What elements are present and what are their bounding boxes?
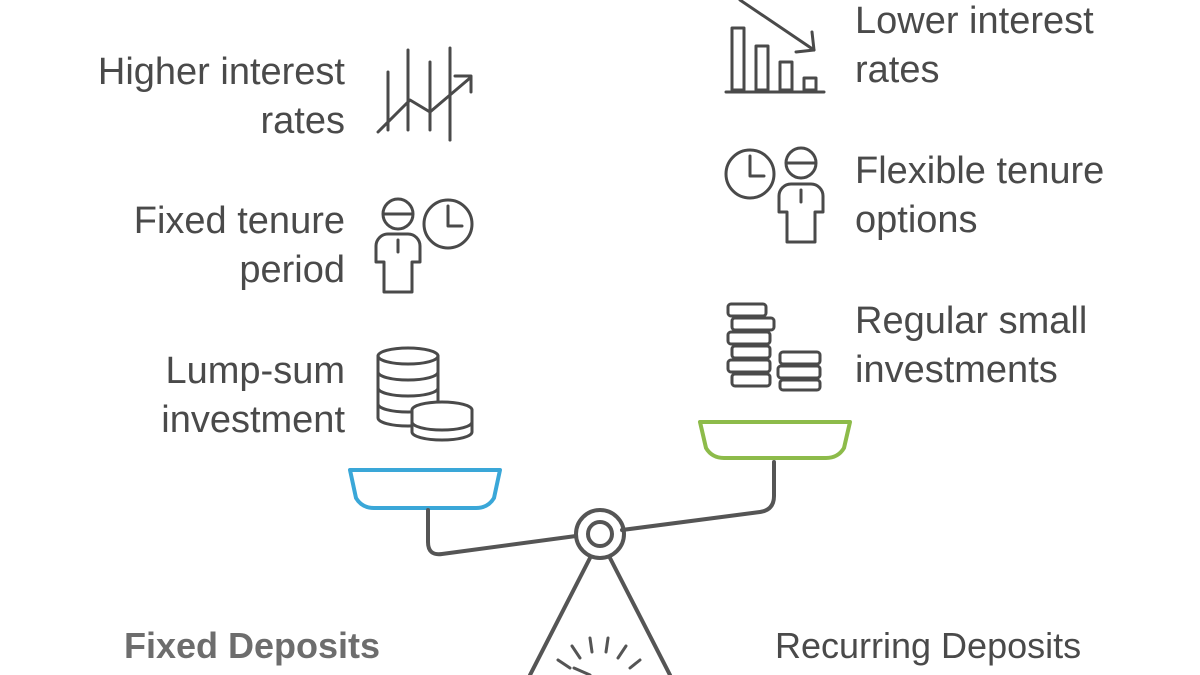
label-regular-small-investments: Regular small investments	[855, 300, 1088, 391]
left-pan	[348, 468, 502, 510]
rising-chart-icon	[376, 46, 473, 142]
scale-pivot	[574, 508, 626, 560]
label-fixed-tenure-period: Fixed tenure period	[133, 200, 345, 291]
label-higher-interest-rates: Higher interest rates	[97, 51, 345, 142]
right-pan	[698, 420, 852, 460]
fixed-deposits-title: Fixed Deposits	[124, 625, 381, 666]
person-clock-icon	[374, 197, 474, 294]
gauge-ticks	[556, 636, 642, 675]
coin-piles-icon	[726, 302, 822, 392]
scale-stand	[528, 556, 672, 675]
label-lump-sum-investment: Lump-sum investment	[161, 350, 345, 441]
clock-person-icon	[724, 146, 825, 244]
falling-chart-icon	[724, 0, 826, 94]
coin-stacks-icon	[376, 346, 474, 442]
label-lower-interest-rates: Lower interest rates	[855, 0, 1094, 91]
label-flexible-tenure-options: Flexible tenure options	[855, 150, 1105, 241]
scale-beam	[426, 460, 776, 557]
recurring-deposits-title: Recurring Deposits	[775, 625, 1082, 666]
